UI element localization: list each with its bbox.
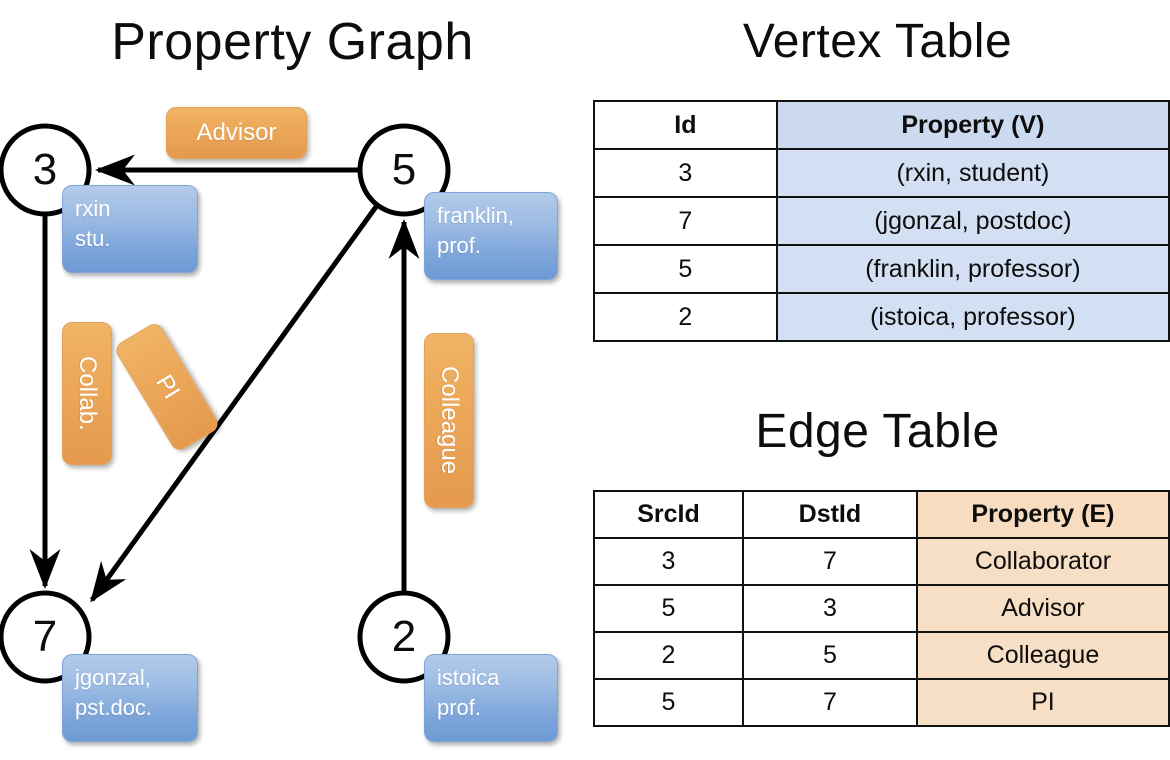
vertex-property-istoica-line1: istoica	[437, 665, 500, 690]
edge-table-cell-property: Advisor	[915, 584, 1170, 633]
vertex-table[interactable]: Id Property (V) 3 (rxin, student) 7 (jgo…	[593, 100, 1170, 342]
edge-table-cell-property: Colleague	[915, 631, 1170, 680]
edge-table-cell-dstid: 5	[741, 631, 918, 680]
vertex-table-header-property: Property (V)	[775, 100, 1170, 150]
vertex-table-cell-id: 5	[593, 244, 778, 294]
vertex-property-box-jgonzal[interactable]: jgonzal, pst.doc.	[62, 654, 198, 742]
edge-label-colleague: Colleague	[436, 366, 463, 475]
vertex-property-jgonzal-line1: jgonzal,	[75, 665, 151, 690]
edge-table-header-row: SrcId DstId Property (E)	[593, 490, 1170, 539]
table-row[interactable]: 7 (jgonzal, postdoc)	[593, 196, 1170, 246]
vertex-table-cell-property: (rxin, student)	[775, 148, 1170, 198]
vertex-property-rxin-line1: rxin	[75, 196, 111, 221]
vertex-table-cell-id: 7	[593, 196, 778, 246]
property-graph-diagram: 3 5 7 2 rxin stu. franklin, prof. jgonza…	[0, 107, 558, 742]
table-row[interactable]: 3 7 Collaborator	[593, 537, 1170, 586]
vertex-property-franklin-line1: franklin,	[437, 203, 515, 228]
edge-table[interactable]: SrcId DstId Property (E) 3 7 Collaborato…	[593, 490, 1170, 727]
edge-label-pi: PI	[150, 370, 185, 404]
edge-label-collab: Collab.	[74, 356, 101, 431]
table-row[interactable]: 5 3 Advisor	[593, 584, 1170, 633]
vertex-table-header-row: Id Property (V)	[593, 100, 1170, 150]
vertex-property-istoica-line2: prof.	[437, 695, 482, 720]
vertex-property-jgonzal-line2: pst.doc.	[75, 695, 153, 720]
vertex-property-box-franklin[interactable]: franklin, prof.	[424, 192, 558, 280]
table-row[interactable]: 3 (rxin, student)	[593, 148, 1170, 198]
table-row[interactable]: 2 (istoica, professor)	[593, 292, 1170, 342]
edge-label-box-advisor[interactable]: Advisor	[166, 107, 307, 159]
edge-table-cell-dstid: 7	[741, 537, 918, 586]
page-title-vertex-table: Vertex Table	[742, 15, 1013, 68]
vertex-table-cell-property: (istoica, professor)	[775, 292, 1170, 342]
graph-edge-5-to-7[interactable]	[89, 202, 381, 603]
edge-label-box-collab[interactable]: Collab.	[62, 322, 112, 465]
table-row[interactable]: 5 (franklin, professor)	[593, 244, 1170, 294]
vertex-property-franklin-line2: prof.	[437, 233, 482, 258]
vertex-table-cell-id: 2	[593, 292, 778, 342]
edge-table-header-srcid: SrcId	[593, 490, 744, 539]
vertex-table-cell-property: (jgonzal, postdoc)	[775, 196, 1170, 246]
edge-label-advisor: Advisor	[196, 119, 277, 146]
page-title-property-graph: Property Graph	[111, 13, 474, 71]
vertex-property-box-istoica[interactable]: istoica prof.	[424, 654, 558, 742]
edge-table-cell-srcid: 3	[593, 537, 744, 586]
vertex-property-rxin-line2: stu.	[75, 226, 111, 251]
edge-table-cell-dstid: 7	[741, 678, 918, 727]
vertex-table-header-id: Id	[593, 100, 778, 150]
edge-table-header-property: Property (E)	[915, 490, 1170, 539]
vertex-property-box-rxin[interactable]: rxin stu.	[62, 185, 198, 273]
vertex-table-cell-id: 3	[593, 148, 778, 198]
edge-label-box-colleague[interactable]: Colleague	[424, 333, 474, 508]
edge-table-cell-property: Collaborator	[915, 537, 1170, 586]
edge-table-cell-srcid: 2	[593, 631, 744, 680]
table-row[interactable]: 2 5 Colleague	[593, 631, 1170, 680]
edge-table-cell-dstid: 3	[741, 584, 918, 633]
table-row[interactable]: 5 7 PI	[593, 678, 1170, 727]
edge-table-cell-srcid: 5	[593, 584, 744, 633]
vertex-table-cell-property: (franklin, professor)	[775, 244, 1170, 294]
page-title-edge-table: Edge Table	[755, 405, 1000, 458]
edge-table-cell-property: PI	[915, 678, 1170, 727]
edge-table-cell-srcid: 5	[593, 678, 744, 727]
edge-table-header-dstid: DstId	[741, 490, 918, 539]
